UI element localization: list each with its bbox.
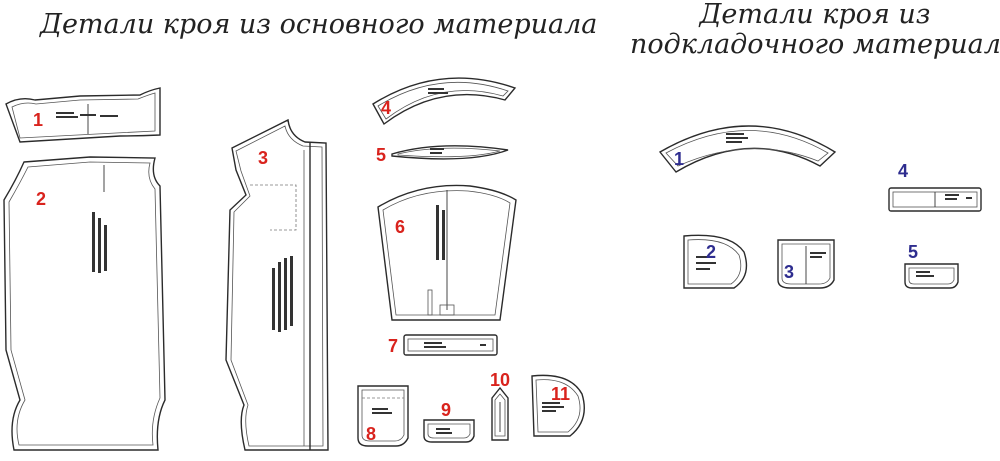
lining-title-line-2: подкладочного материала bbox=[630, 29, 1000, 60]
main-piece-4-collar: 4 bbox=[372, 77, 517, 126]
main-piece-label: 2 bbox=[36, 189, 46, 209]
main-piece-10-placket: 10 bbox=[490, 370, 510, 441]
main-piece-3-front: 3 bbox=[225, 118, 329, 451]
main-piece-label: 6 bbox=[395, 217, 405, 237]
main-piece-5-band: 5 bbox=[376, 145, 509, 165]
lining-piece-4-strip: 4 bbox=[888, 161, 982, 212]
lining-material-title: Детали кроя из подкладочного материала bbox=[630, 0, 1000, 60]
main-piece-label: 3 bbox=[258, 148, 268, 168]
lining-piece-label: 2 bbox=[706, 242, 716, 262]
lining-piece-label: 4 bbox=[898, 161, 908, 181]
main-piece-label: 9 bbox=[441, 400, 451, 420]
main-piece-1-yoke: 1 bbox=[5, 87, 161, 143]
main-piece-label: 1 bbox=[33, 110, 43, 130]
lining-piece-2-pocket-bag: 2 bbox=[683, 234, 748, 289]
main-piece-8-pocket: 8 bbox=[357, 385, 409, 447]
main-piece-7-cuff: 7 bbox=[388, 334, 498, 356]
lining-piece-label: 3 bbox=[784, 262, 794, 282]
main-piece-label: 7 bbox=[388, 336, 398, 356]
lining-title-line-1: Детали кроя из bbox=[699, 0, 931, 30]
main-piece-label: 10 bbox=[490, 370, 510, 390]
lining-piece-3-pocket: 3 bbox=[777, 239, 835, 289]
lining-piece-label: 1 bbox=[674, 149, 684, 169]
lining-piece-5-flap: 5 bbox=[904, 242, 959, 289]
main-piece-6-sleeve: 6 bbox=[377, 184, 517, 321]
lining-piece-1-collar: 1 bbox=[658, 125, 837, 173]
main-material-title: Детали кроя из основного материала bbox=[40, 9, 598, 40]
main-piece-2-back: 2 bbox=[3, 156, 166, 451]
main-piece-label: 8 bbox=[366, 424, 376, 444]
main-piece-label: 5 bbox=[376, 145, 386, 165]
lining-piece-label: 5 bbox=[908, 242, 918, 262]
main-piece-9-flap: 9 bbox=[423, 400, 475, 443]
main-piece-label: 11 bbox=[551, 384, 570, 404]
main-piece-11-pocket-bag: 11 bbox=[531, 374, 585, 437]
main-piece-label: 4 bbox=[381, 98, 391, 118]
